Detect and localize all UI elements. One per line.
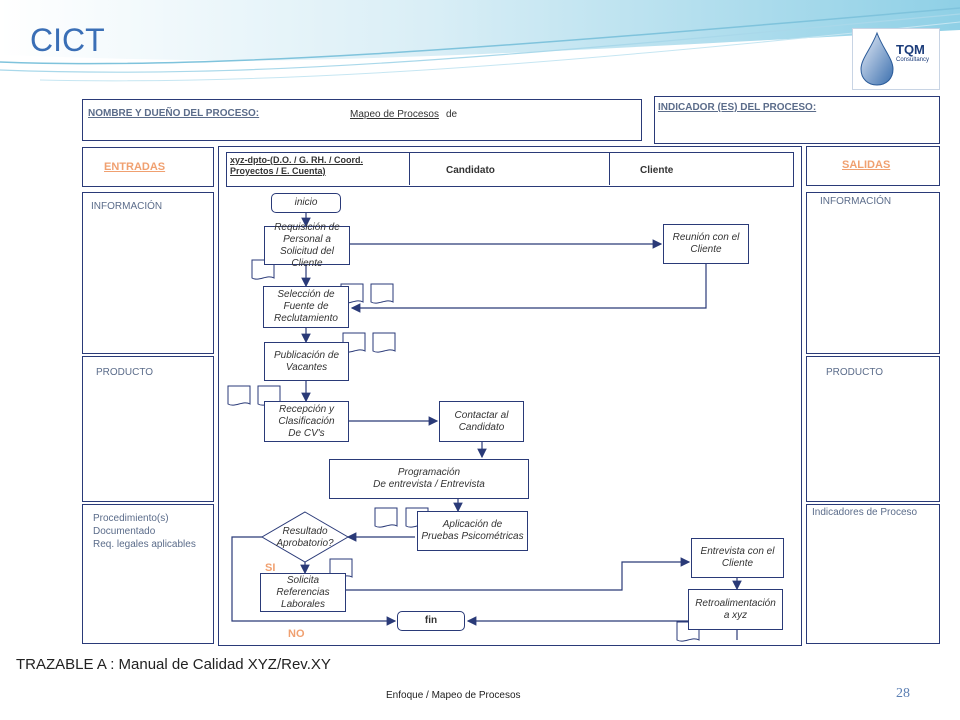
procedures-line: Procedimiento(s) [93,513,169,524]
process-owner-box [82,99,642,141]
logo-name: TQM [896,42,925,57]
vacancy-publication-line: Vacantes [285,361,328,373]
references-line: Laborales [281,598,325,610]
right-product-box [806,356,940,502]
requisition-line: Requisición de [274,221,340,233]
document-icon [227,385,251,406]
references-line: Solicita Referencias [276,574,330,598]
lane-department-line1: xyz-dpto-(D.O. / G. RH. / Coord. [230,155,363,165]
end-node: fin [397,611,465,631]
decision-line: Aprobatorio? [276,538,334,549]
decision-line: Resultado [282,526,328,537]
document-icon [374,507,398,528]
source-selection-line: Reclutamiento [274,313,338,324]
right-info-label: INFORMACIÓN [820,196,892,207]
left-product-label: PRODUCTO [96,367,154,378]
traceable-reference: TRAZABLE A : Manual de Calidad XYZ/Rev.X… [16,656,331,673]
left-procedures-box [82,504,214,644]
process-owner-suffix: de [446,109,458,120]
legal-req-line: Req. legales aplicables [93,539,196,550]
client-interview-line: Cliente [721,558,754,569]
right-indicators-box [806,504,940,644]
logo-subtitle: Consultancy [896,57,930,63]
document-icon [370,283,394,304]
arrow-no-end [231,536,397,626]
process-owner-label: NOMBRE Y DUEÑO DEL PROCESO: [88,108,260,119]
start-node: inicio [271,193,341,213]
yes-label: SI [265,562,276,574]
client-meeting-line: Cliente [690,244,722,255]
lane-header-row [226,152,794,187]
contact-candidate-line: Contactar al [454,409,509,421]
vacancy-publication-line: Publicación de [273,349,340,361]
lane-department-line2: Proyectos / E. Cuenta) [230,166,326,176]
feedback-line: Retroalimentación [695,597,776,609]
slide-title: CICT [30,22,105,58]
tqm-logo [852,28,940,90]
cv-reception-line: Clasificación [278,415,335,427]
process-owner-value: Mapeo de Procesos [350,109,439,120]
client-meeting-line: Reunión con el [672,232,740,243]
cv-reception-line: De CV's [288,427,325,439]
interview-scheduling-line: Programación [397,467,461,478]
right-indicators-label: Indicadores de Proceso [812,507,918,518]
requisition-line: Solicitud del Cliente [280,245,334,269]
left-procedures: Procedimiento(s) Documentado Req. legale… [93,512,196,551]
source-selection-line: Fuente de [283,301,329,312]
inputs-header [82,147,214,187]
arrow-ref-interview [346,557,691,591]
documented-line: Documentado [93,526,156,537]
interview-scheduling-line: De entrevista / Entrevista [373,479,485,490]
no-label: NO [288,628,305,640]
page-number: 28 [896,686,910,701]
lane-divider-2 [409,152,610,185]
indicator-label: INDICADOR (ES) DEL PROCESO: [658,102,817,113]
outputs-header [806,146,940,186]
lane-client: Cliente [640,165,674,176]
right-product-label: PRODUCTO [826,367,884,378]
lane-divider-1 [226,152,410,185]
contact-candidate-line: Candidato [458,421,505,433]
left-info-label: INFORMACIÓN [91,201,163,212]
arrow-meet-sel [350,264,707,313]
water-drop-icon [860,31,894,86]
cv-reception-line: Recepción y [278,403,334,415]
psychometric-tests-line: Pruebas Psicométricas [421,531,524,542]
left-info-box [82,192,214,354]
right-info-box [806,192,940,354]
decision-diamond [261,511,349,563]
psychometric-tests-line: Aplicación de [442,519,503,530]
outputs-label: SALIDAS [842,159,891,171]
feedback-line: a xyz [723,609,748,621]
inputs-label: ENTRADAS [104,161,166,173]
lane-department: xyz-dpto-(D.O. / G. RH. / Coord. Proyect… [230,155,363,177]
header-swoosh [0,0,960,82]
source-selection-line: Selección de [277,289,335,300]
requisition-line: Personal a [283,233,331,245]
client-interview-line: Entrevista con el [700,546,775,557]
left-product-box [82,356,214,502]
document-icon [372,332,396,353]
lane-candidate: Candidato [446,165,495,176]
footer-text: Enfoque / Mapeo de Procesos [386,690,521,701]
indicator-box [654,96,940,144]
